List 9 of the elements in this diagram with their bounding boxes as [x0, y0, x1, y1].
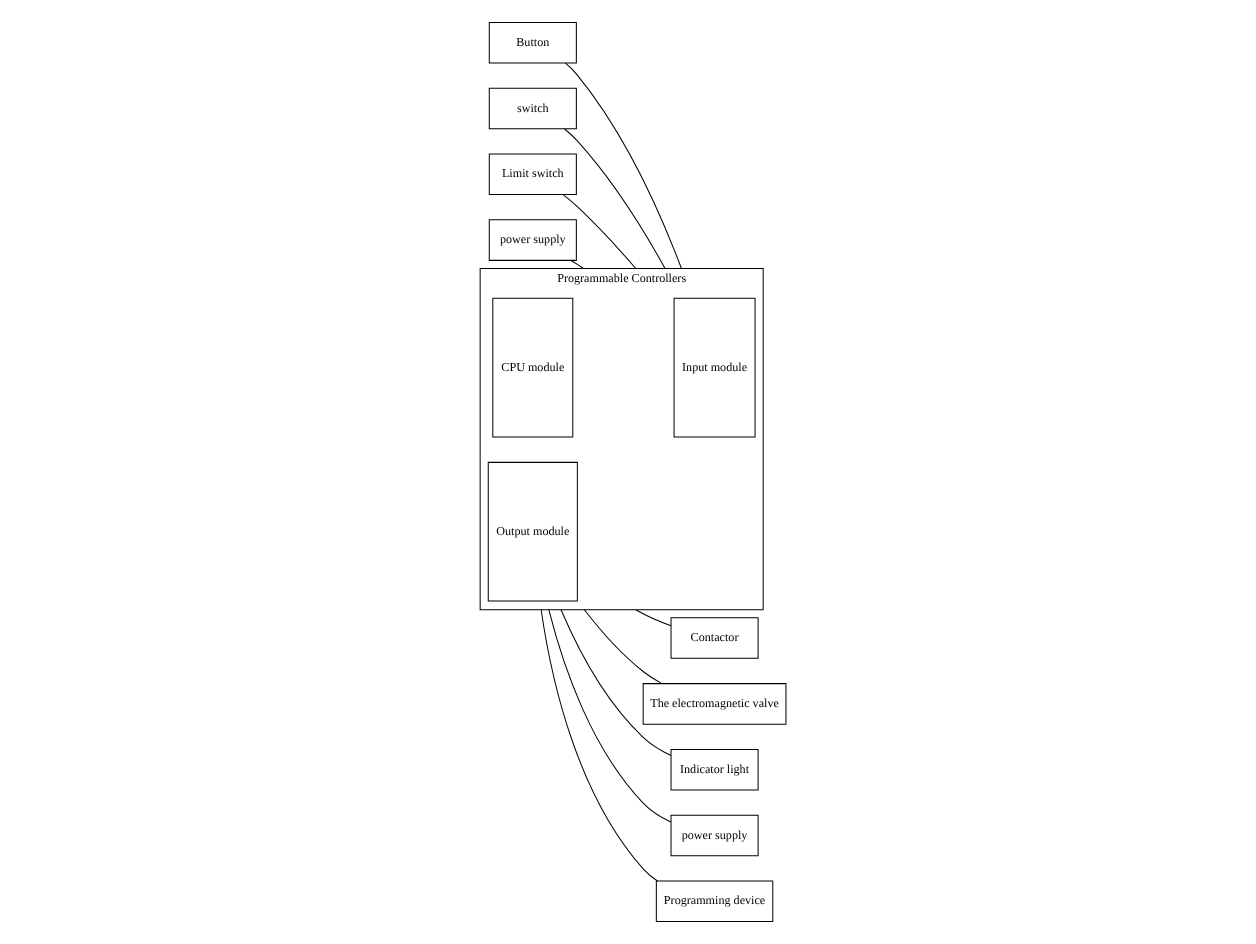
- connector: [563, 62, 681, 269]
- connector: [559, 609, 671, 756]
- connector: [539, 609, 657, 882]
- connector: [634, 609, 671, 627]
- connector: [563, 128, 665, 269]
- connector: [582, 609, 662, 685]
- connector: [569, 259, 583, 269]
- connector: [547, 609, 671, 823]
- connector: [561, 194, 636, 269]
